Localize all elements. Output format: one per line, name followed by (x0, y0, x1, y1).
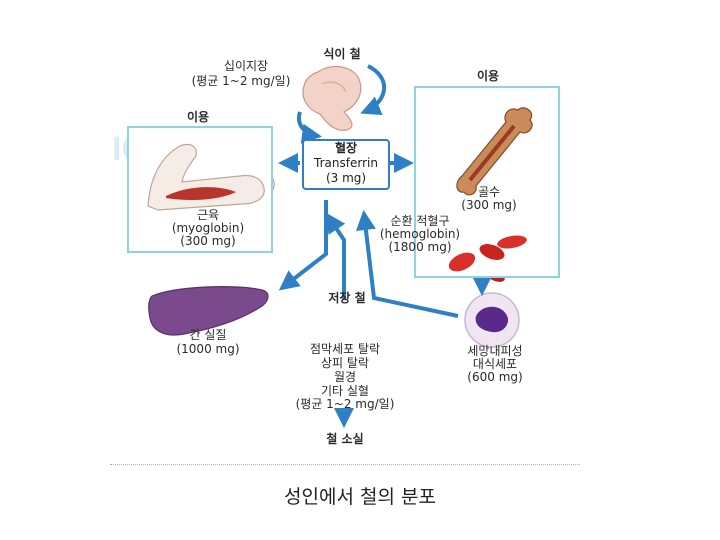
liver-illustration (148, 286, 269, 336)
duodenum-illustration (302, 65, 362, 131)
divider-line (110, 464, 580, 465)
use-right-label: 이용 (476, 69, 500, 83)
arrow-storage-to-plasma (325, 212, 346, 300)
plasma-box: 혈장 Transferrin (3 mg) (302, 139, 390, 190)
plasma-protein: Transferrin (314, 156, 378, 170)
intake-arrow-right (360, 64, 387, 116)
arrow-macrophage-to-plasma (355, 210, 459, 318)
intake-rate-label: (평균 1~2 mg/일) (191, 74, 291, 88)
iron-loss-label: 철 소실 (326, 432, 364, 446)
rbc-label: 순환 적혈구 (390, 214, 450, 228)
hemoglobin-label: (hemoglobin) (379, 227, 461, 241)
dietary-iron-label: 식이 철 (323, 47, 361, 61)
loss-cause-4: 기타 실혈 (321, 384, 369, 398)
intake-arrow-left (297, 111, 322, 144)
myoglobin-label: (myoglobin) (171, 221, 245, 235)
muscle-label: 근육 (196, 208, 220, 222)
macrophage-amount-label: (600 mg) (467, 370, 523, 384)
macrophage-label-1: 세망내피성 (467, 344, 523, 358)
liver-label: 간 실질 (189, 328, 227, 342)
macrophage-illustration (464, 292, 520, 348)
loss-cause-3: 월경 (333, 370, 357, 384)
plasma-amount: (3 mg) (325, 171, 367, 185)
duodenum-label: 십이지장 (223, 59, 269, 73)
arrow-to-liver (278, 200, 328, 291)
liver-amount-label: (1000 mg) (176, 342, 240, 356)
figure-caption: 성인에서 철의 분포 (284, 486, 436, 508)
loss-cause-2: 상피 탈락 (321, 356, 369, 370)
rbc-amount-label: (1800 mg) (388, 240, 452, 254)
plasma-title: 혈장 (334, 141, 358, 155)
bone-marrow-amount-label: (300 mg) (461, 198, 517, 212)
macrophage-label-2: 대식세포 (472, 357, 518, 371)
bone-marrow-label: 골수 (477, 185, 501, 199)
muscle-amount-label: (300 mg) (180, 234, 236, 248)
use-left-label: 이용 (186, 110, 210, 124)
loss-cause-1: 점막세포 탈락 (309, 342, 381, 356)
storage-iron-label: 저장 철 (328, 291, 366, 305)
loss-rate-label: (평균 1~2 mg/일) (295, 397, 395, 411)
